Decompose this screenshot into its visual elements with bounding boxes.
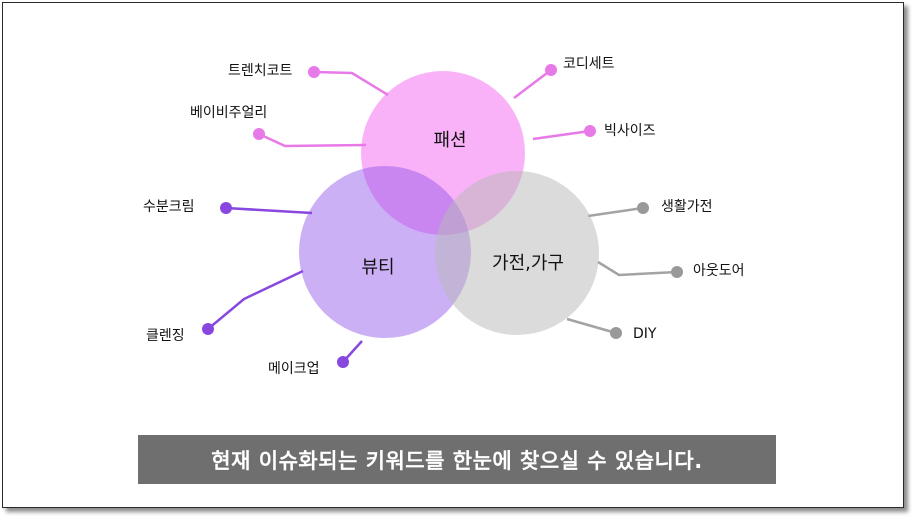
connector-diy: [566, 317, 617, 335]
connector-bigsize: [532, 129, 591, 141]
beauty-circle: [299, 166, 471, 338]
connector-outdoor: [597, 260, 678, 277]
keyword-codiset: 코디세트: [563, 56, 615, 72]
keyword-babyjewelry: 베이비주얼리: [190, 105, 268, 121]
connector-appliances: [587, 206, 644, 218]
keyword-makeup: 메이크업: [268, 361, 320, 377]
dot-codiset: [545, 64, 557, 76]
home-label: 가전,가구: [492, 253, 564, 274]
dot-appliances: [637, 202, 649, 214]
keyword-bigsize: 빅사이즈: [604, 123, 656, 139]
keyword-moisturecream: 수분크림: [143, 199, 195, 215]
connector-codiset: [513, 69, 552, 99]
keyword-trenchcoat: 트렌치코트: [228, 63, 293, 79]
dot-outdoor: [671, 266, 683, 278]
dot-makeup: [337, 356, 349, 368]
beauty-label: 뷰티: [361, 257, 395, 278]
keyword-outdoor: 아웃도어: [693, 263, 745, 279]
keyword-diy: DIY: [633, 326, 657, 342]
dot-diy: [610, 327, 622, 339]
keyword-appliances: 생활가전: [661, 199, 713, 215]
caption-bar: 현재 이슈화되는 키워드를 한눈에 찾으실 수 있습니다.: [138, 435, 776, 484]
dot-moisturecream: [220, 202, 232, 214]
connector-babyjewelry: [258, 132, 367, 148]
connector-trenchcoat: [313, 70, 389, 97]
home-circle: [435, 171, 599, 335]
dot-bigsize: [584, 125, 596, 137]
dot-cleansing: [202, 323, 214, 335]
connector-cleansing: [207, 269, 304, 330]
dot-babyjewelry: [253, 128, 265, 140]
connector-moisturecream: [225, 206, 313, 215]
keyword-cleansing: 클렌징: [146, 328, 185, 344]
dot-trenchcoat: [308, 66, 320, 78]
fashion-label: 패션: [433, 130, 467, 151]
